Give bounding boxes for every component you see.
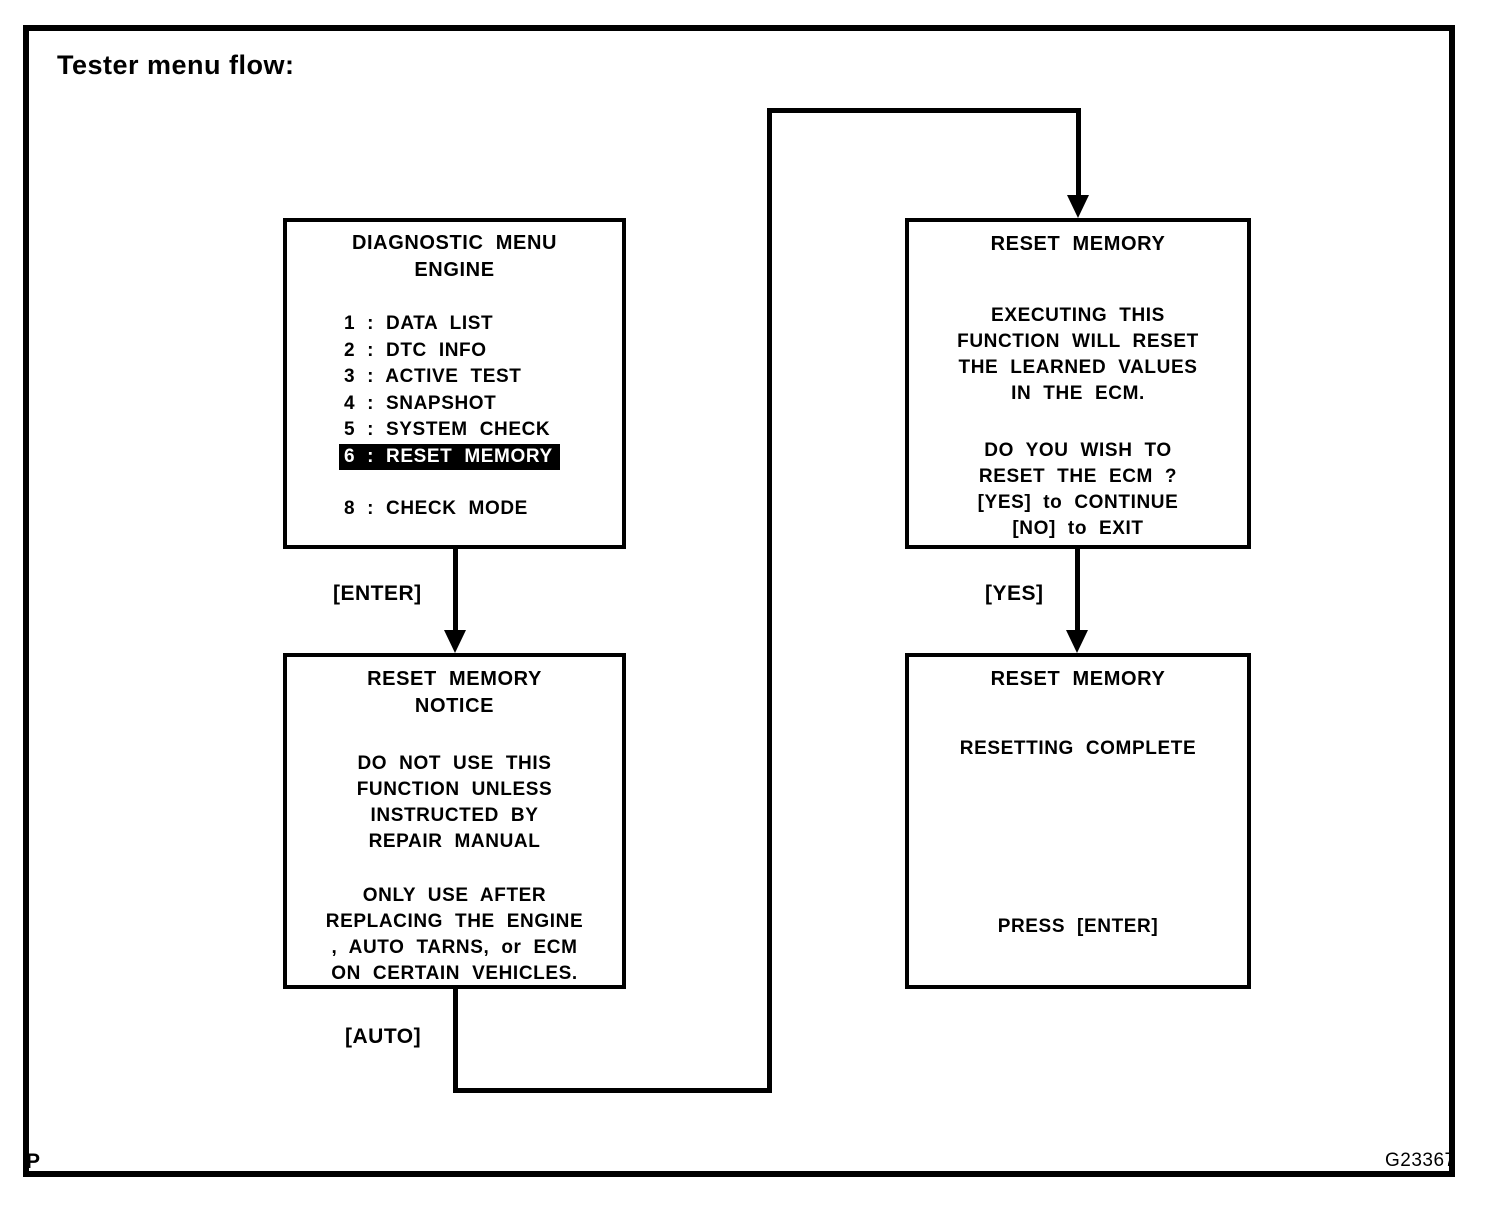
confirm-question-text: DO YOU WISH TO RESET THE ECM ? [YES] to … xyxy=(977,440,1179,539)
screen-title-line: ENGINE xyxy=(414,259,495,281)
figure-code: G23367 xyxy=(1385,1150,1456,1171)
menu-item-dtc-info: 2 : DTC INFO xyxy=(344,339,487,361)
menu-item-data-list: 1 : DATA LIST xyxy=(344,313,494,334)
yes-key-label: [YES] xyxy=(985,582,1044,605)
enter-arrow-line xyxy=(453,548,458,633)
enter-key-label: [ENTER] xyxy=(333,582,422,605)
yes-arrowhead-icon xyxy=(1066,630,1088,653)
auto-path-segment-top xyxy=(767,108,1081,113)
reset-memory-complete-screen: RESET MEMORY RESETTING COMPLETE PRESS [E… xyxy=(905,653,1251,989)
screen-title-line: RESET MEMORY xyxy=(367,668,542,690)
auto-path-segment-bottom xyxy=(453,1088,772,1093)
menu-item-reset-memory-selected: 6 : RESET MEMORY xyxy=(339,443,622,471)
reset-memory-notice-screen: RESET MEMORY NOTICE DO NOT USE THIS FUNC… xyxy=(283,653,626,989)
enter-arrowhead-icon xyxy=(444,630,466,653)
confirm-explanation-text: EXECUTING THIS FUNCTION WILL RESET THE L… xyxy=(957,305,1199,404)
screen-title-line: RESET MEMORY xyxy=(990,668,1166,690)
menu-item-check-mode: 8 : CHECK MODE xyxy=(344,498,528,519)
screen-title-line: NOTICE xyxy=(414,695,495,717)
notice-warning-text: DO NOT USE THIS FUNCTION UNLESS INSTRUCT… xyxy=(356,753,553,852)
reset-memory-confirm-screen: RESET MEMORY EXECUTING THIS FUNCTION WIL… xyxy=(905,218,1251,549)
menu-item-snapshot: 4 : SNAPSHOT xyxy=(344,392,497,414)
auto-path-segment-up xyxy=(767,108,772,1093)
auto-arrowhead-icon xyxy=(1067,195,1089,218)
menu-list: 1 : DATA LIST 2 : DTC INFO 3 : ACTIVE TE… xyxy=(287,311,622,523)
screen-title-line: RESET MEMORY xyxy=(990,233,1166,255)
auto-key-label: [AUTO] xyxy=(345,1025,422,1048)
page-marker: P xyxy=(26,1150,41,1173)
notice-usage-text: ONLY USE AFTER REPLACING THE ENGINE , AU… xyxy=(325,885,584,984)
page-title: Tester menu flow: xyxy=(57,50,295,80)
screen-title-line: DIAGNOSTIC MENU xyxy=(351,232,558,254)
menu-item-system-check: 5 : SYSTEM CHECK xyxy=(344,419,551,440)
press-enter-prompt: PRESS [ENTER] xyxy=(997,916,1159,937)
resetting-complete-text: RESETTING COMPLETE xyxy=(959,738,1197,759)
menu-item-active-test: 3 : ACTIVE TEST xyxy=(344,366,522,387)
figure-border xyxy=(23,25,1455,1177)
auto-path-segment-down xyxy=(453,988,458,1093)
diagnostic-menu-screen: DIAGNOSTIC MENU ENGINE 1 : DATA LIST 2 :… xyxy=(283,218,626,549)
auto-path-segment-drop xyxy=(1076,108,1081,198)
yes-arrow-line xyxy=(1075,548,1080,633)
